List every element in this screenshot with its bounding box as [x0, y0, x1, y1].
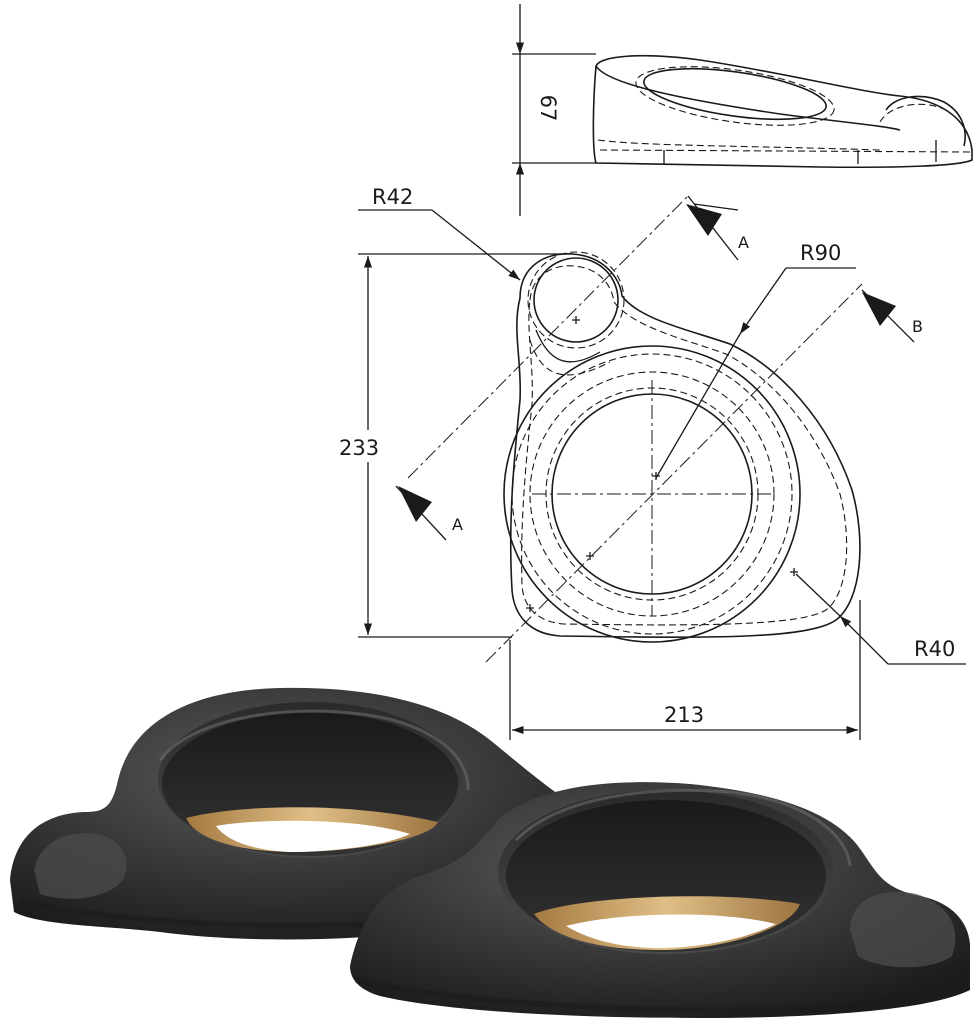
dimension-radius-small: R42	[358, 185, 521, 281]
section-a-upper-label: A	[738, 233, 749, 252]
dimension-radius-corner: R40	[795, 573, 966, 665]
section-a-lower-label: A	[452, 515, 463, 534]
dim-r40-label: R40	[914, 637, 955, 661]
top-view	[407, 195, 863, 663]
rendered-part-right	[350, 782, 970, 1018]
dimension-height-side: 67	[512, 4, 596, 216]
dimension-height-top: 233	[330, 253, 572, 638]
dim-233-label: 233	[339, 436, 379, 460]
side-view	[592, 54, 973, 169]
dimension-radius-large: R90	[655, 241, 856, 479]
dim-213-label: 213	[664, 703, 704, 727]
section-b: B	[861, 289, 923, 343]
dim-r90-label: R90	[800, 241, 841, 265]
dimension-width-top: 213	[509, 600, 861, 740]
section-a-lower: A	[395, 485, 463, 541]
dim-67-label: 67	[536, 95, 560, 122]
section-b-label: B	[912, 317, 923, 336]
section-a-upper: A	[686, 195, 749, 261]
dim-r42-label: R42	[372, 185, 413, 209]
